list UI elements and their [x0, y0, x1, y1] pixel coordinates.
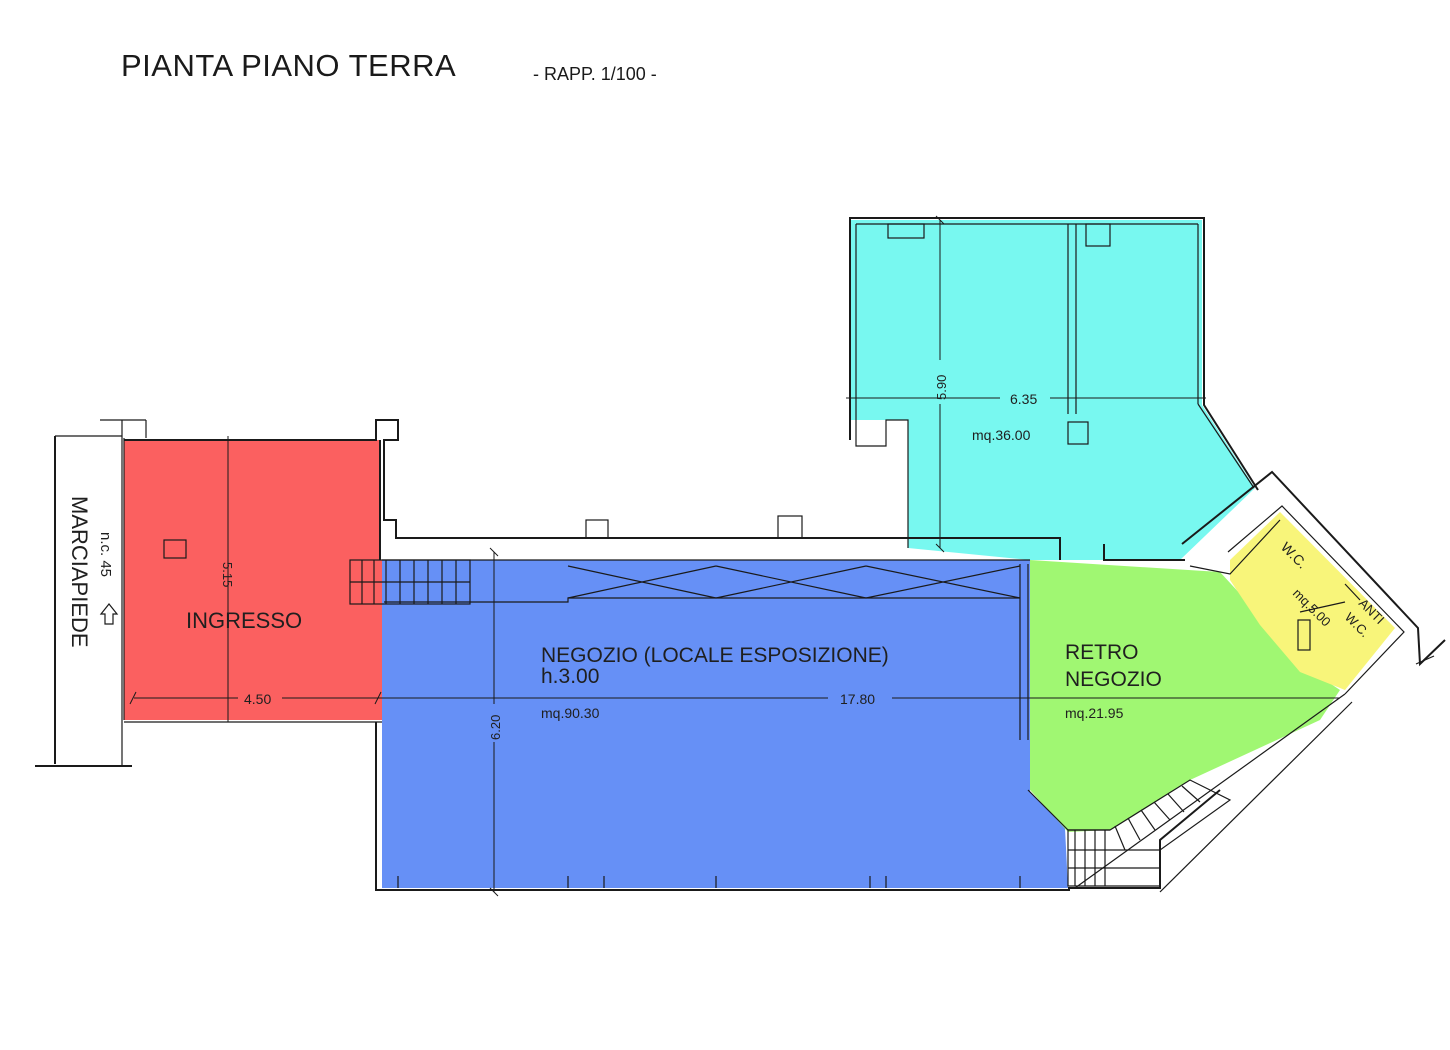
ingresso-walls [124, 419, 1061, 723]
retro-label-1: RETRO [1065, 641, 1139, 664]
stairs-right [1067, 779, 1232, 887]
cyan-room-walls [849, 217, 1259, 561]
cyan-room-area-label: mq.36.00 [972, 427, 1031, 443]
dim-ingresso-width: 4.50 [244, 691, 271, 707]
dim-cyan-width: 6.35 [1010, 391, 1037, 407]
civic-number: n.c. 45 [97, 532, 114, 577]
retro-area-label: mq.21.95 [1065, 705, 1124, 721]
negozio-walls [375, 515, 1070, 891]
stairs-left [349, 559, 471, 605]
plan-scale: - RAPP. 1/100 - [533, 64, 657, 84]
plan-title: PIANTA PIANO TERRA [121, 48, 457, 83]
ceiling-truss [567, 565, 1021, 599]
negozio-area [382, 560, 1068, 888]
wc-area [1230, 512, 1395, 690]
street-strip [35, 419, 147, 767]
street-name: MARCIAPIEDE [67, 496, 92, 648]
ingresso-label: INGRESSO [186, 608, 302, 633]
dim-total-length: 17.80 [840, 691, 875, 707]
retro-negozio-area [1030, 560, 1340, 832]
dim-ingresso-height: 5.15 [220, 562, 235, 587]
ingresso-area [124, 440, 382, 720]
entry-arrow-icon [99, 603, 119, 625]
dim-negozio-height: 6.20 [488, 715, 503, 740]
dim-cyan-height: 5.90 [934, 375, 949, 400]
dimension-lines [129, 215, 1340, 897]
negozio-label: NEGOZIO (LOCALE ESPOSIZIONE) [541, 644, 889, 667]
retro-label-2: NEGOZIO [1065, 668, 1162, 691]
negozio-area-label: mq.90.30 [541, 705, 600, 721]
negozio-height: h.3.00 [541, 665, 599, 688]
cyan-room-area [850, 220, 1255, 560]
ingresso-fixture [163, 539, 187, 559]
